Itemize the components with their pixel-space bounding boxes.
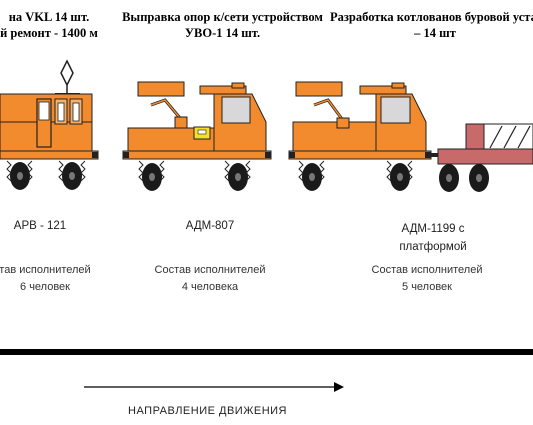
crew-info-adm-1199: Состав исполнителей 5 человек (362, 264, 492, 294)
crew-info-arv: тав исполнителей 6 человек (0, 264, 100, 294)
vehicle-arv-121 (0, 59, 99, 190)
header-2-line2: УВО-1 14 шт. (184, 26, 261, 40)
pantograph-icon (60, 59, 74, 87)
header-3-line1: Разработка котлованов буровой устан (330, 10, 533, 24)
header-2: Выправка опор к/сети устройством УВО-1 1… (115, 9, 330, 41)
vehicle-label-arv: АРВ - 121 (13, 220, 67, 232)
crew-adm-1199-line1: Состав исполнителей (371, 264, 483, 276)
platform (437, 148, 533, 165)
header-2-line1: Выправка опор к/сети устройством (122, 10, 323, 24)
header-1: на VKL 14 шт. й ремонт - 1400 м (0, 9, 104, 41)
crew-arv-line2: 6 человек (20, 281, 70, 293)
crew-adm-807-line2: 4 человека (181, 281, 239, 293)
vehicle-label-adm-1199: АДМ-1199 с платформой (378, 222, 488, 254)
direction-label: НАПРАВЛЕНИЕ ДВИЖЕНИЯ (128, 405, 287, 417)
crew-adm-807-line1: Состав исполнителей (154, 264, 266, 276)
header-3: Разработка котлованов буровой устан – 14… (330, 9, 533, 41)
vehicle-label-adm-1199-line2: платформой (399, 241, 467, 253)
vehicle-adm-1199 (288, 81, 533, 192)
vehicle-adm-807 (122, 81, 272, 191)
crew-adm-1199-line2: 5 человек (402, 281, 452, 293)
crew-arv-line1: тав исполнителей (0, 264, 91, 276)
crew-info-adm-807: Состав исполнителей 4 человека (145, 264, 275, 294)
arrow-head-icon (334, 382, 344, 392)
vehicle-label-adm-807: АДМ-807 (185, 220, 235, 232)
header-1-line1: на VKL 14 шт. (8, 10, 90, 24)
header-3-line2: – 14 шт (414, 26, 456, 40)
vehicle-label-adm-1199-line1: АДМ-1199 с (401, 223, 465, 235)
header-1-line2: й ремонт - 1400 м (0, 26, 98, 40)
track-line (0, 349, 533, 355)
